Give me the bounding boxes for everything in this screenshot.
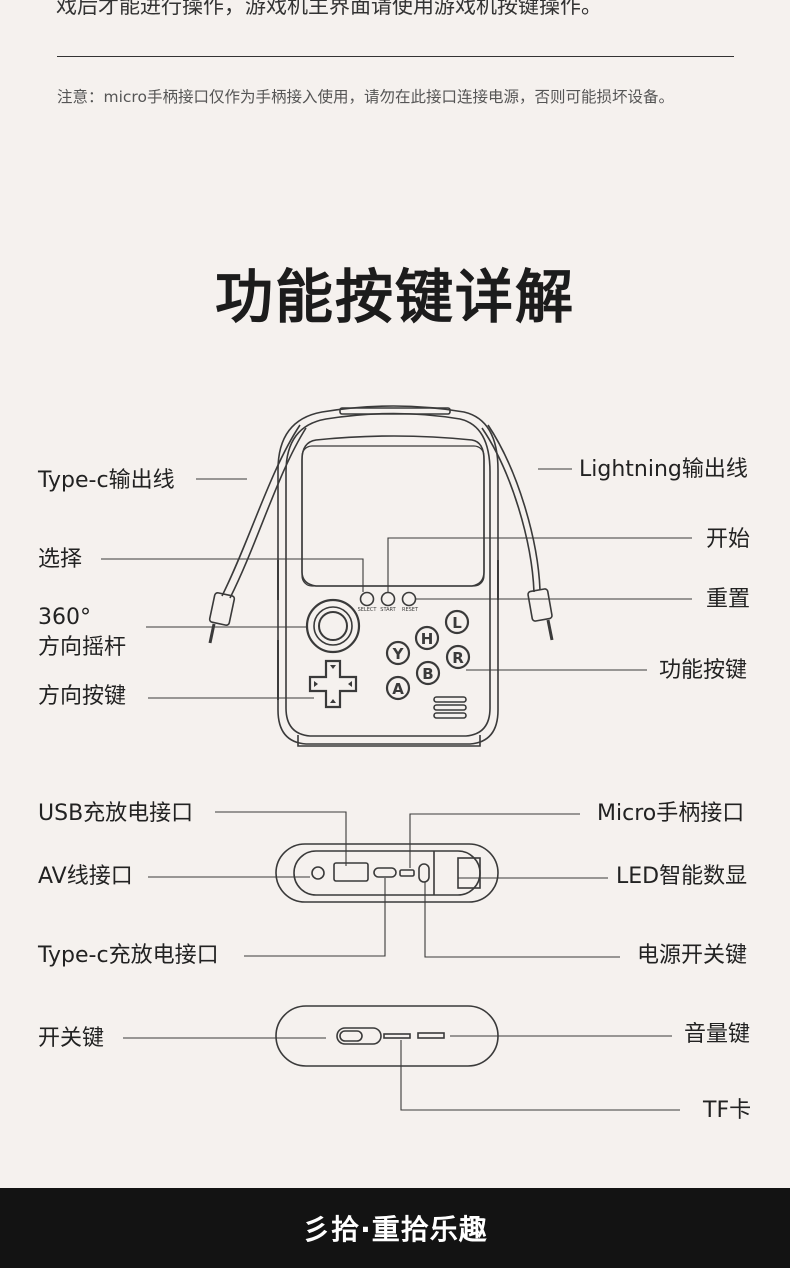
label-typec-port: Type-c充放电接口	[38, 943, 219, 968]
footer-banner: 彡拾·重拾乐趣	[0, 1188, 790, 1268]
label-lightning-cable: Lightning输出线	[579, 457, 748, 482]
label-power-switch: 电源开关键	[637, 943, 748, 968]
label-joystick-360: 360°	[38, 605, 91, 630]
label-usb-port: USB充放电接口	[38, 801, 194, 826]
label-tf-card: TF卡	[703, 1098, 752, 1123]
device-front-view	[208, 405, 554, 747]
face-button-r: R	[452, 649, 464, 667]
divider	[57, 56, 734, 57]
label-led-display: LED智能数显	[616, 864, 748, 889]
label-start: 开始	[706, 527, 751, 552]
start-button-label: START	[380, 607, 396, 613]
label-switch-key: 开关键	[38, 1026, 105, 1051]
ports-leader-lines	[148, 811, 620, 958]
label-joystick: 方向摇杆	[38, 635, 127, 660]
label-reset: 重置	[706, 587, 751, 612]
label-dpad: 方向按键	[38, 684, 127, 709]
label-typec-cable: Type-c输出线	[38, 468, 175, 493]
select-button-label: SELECT	[358, 607, 378, 613]
warning-note: 注意：micro手柄接口仅作为手柄接入使用，请勿在此接口连接电源，否则可能损坏设…	[57, 88, 674, 106]
face-button-h: H	[421, 630, 434, 648]
label-function-keys: 功能按键	[659, 658, 748, 683]
face-button-b: B	[422, 665, 433, 683]
face-button-y: Y	[392, 645, 405, 663]
label-select: 选择	[38, 547, 83, 572]
label-micro-port: Micro手柄接口	[597, 801, 745, 826]
reset-button-label: RESET	[402, 607, 419, 613]
face-button-l: L	[452, 614, 462, 632]
label-av-port: AV线接口	[38, 864, 133, 889]
device-ports-view	[275, 843, 499, 903]
device-diagram: SELECT START RESET L H Y R B A	[101, 405, 692, 1111]
face-button-a: A	[392, 680, 404, 698]
front-leader-lines	[101, 468, 692, 699]
footer-brand-text: 彡拾·重拾乐趣	[302, 1213, 488, 1246]
top-instruction-text: 戏后才能进行操作，游戏机主界面请使用游戏机按键操作。	[56, 0, 602, 18]
page-title: 功能按键详解	[214, 263, 575, 331]
label-volume-key: 音量键	[684, 1022, 751, 1047]
side-leader-lines	[123, 1035, 680, 1111]
